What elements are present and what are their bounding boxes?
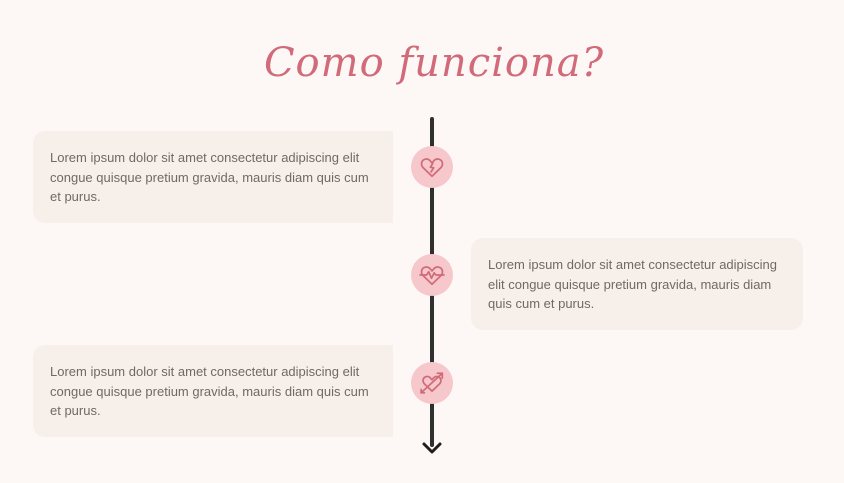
timeline-card-1: Lorem ipsum dolor sit amet consectetur a… — [33, 131, 393, 223]
broken-heart-icon — [411, 146, 453, 188]
arrow-down-icon — [422, 442, 442, 454]
heartbeat-icon — [411, 254, 453, 296]
timeline-card-2: Lorem ipsum dolor sit amet consectetur a… — [471, 238, 803, 330]
page-title: Como funciona? — [263, 40, 605, 86]
timeline-card-2-text: Lorem ipsum dolor sit amet consectetur a… — [488, 257, 778, 311]
heart-arrow-icon — [411, 362, 453, 404]
timeline-card-3-text: Lorem ipsum dolor sit amet consectetur a… — [50, 364, 369, 418]
timeline-card-1-text: Lorem ipsum dolor sit amet consectetur a… — [50, 150, 369, 204]
timeline-card-3: Lorem ipsum dolor sit amet consectetur a… — [33, 345, 393, 437]
